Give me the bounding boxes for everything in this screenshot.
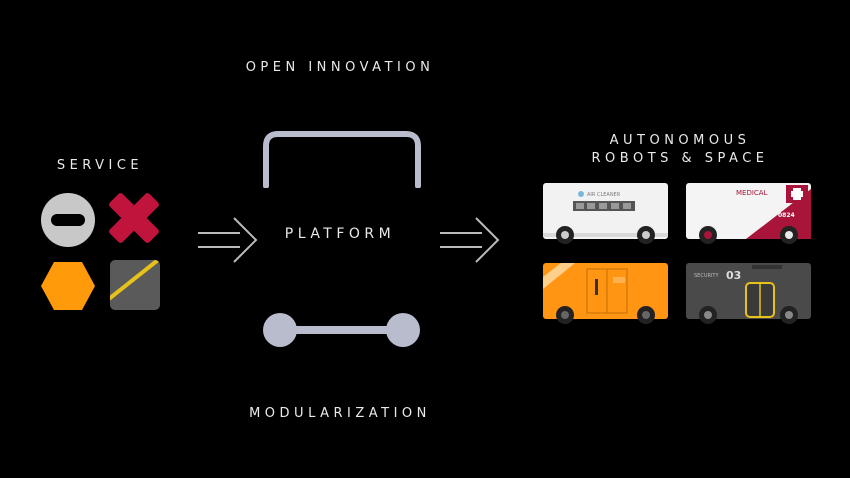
minus-circle-icon [41, 193, 95, 247]
svg-text:SECURITY: SECURITY [694, 273, 719, 279]
svg-text:MEDICAL: MEDICAL [736, 189, 768, 197]
security-vehicle: SECURITY 03 [686, 263, 811, 324]
medical-vehicle: MEDICAL 0824 [686, 183, 811, 244]
delivery-vehicle [543, 263, 668, 324]
service-label: SERVICE [56, 158, 144, 173]
open-bracket-shape [263, 131, 421, 188]
open-innovation-label: OPEN INNOVATION [245, 60, 435, 75]
svg-text:03: 03 [726, 269, 741, 282]
hexagon-icon [41, 262, 95, 310]
cross-icon [109, 193, 159, 243]
striped-square-icon [110, 260, 160, 310]
autonomous-label: AUTONOMOUS [609, 133, 751, 148]
robots-space-label: ROBOTS & SPACE [591, 151, 769, 166]
platform-label: PLATFORM [284, 226, 396, 242]
modularization-label: MODULARIZATION [249, 406, 431, 421]
air-cleaner-vehicle: AIR CLEANER [543, 183, 668, 244]
double-arrow-icon [440, 217, 500, 263]
double-arrow-icon [198, 217, 258, 263]
modular-connector-shape [263, 313, 420, 347]
svg-text:0824: 0824 [778, 212, 795, 219]
svg-text:AIR CLEANER: AIR CLEANER [587, 192, 621, 198]
